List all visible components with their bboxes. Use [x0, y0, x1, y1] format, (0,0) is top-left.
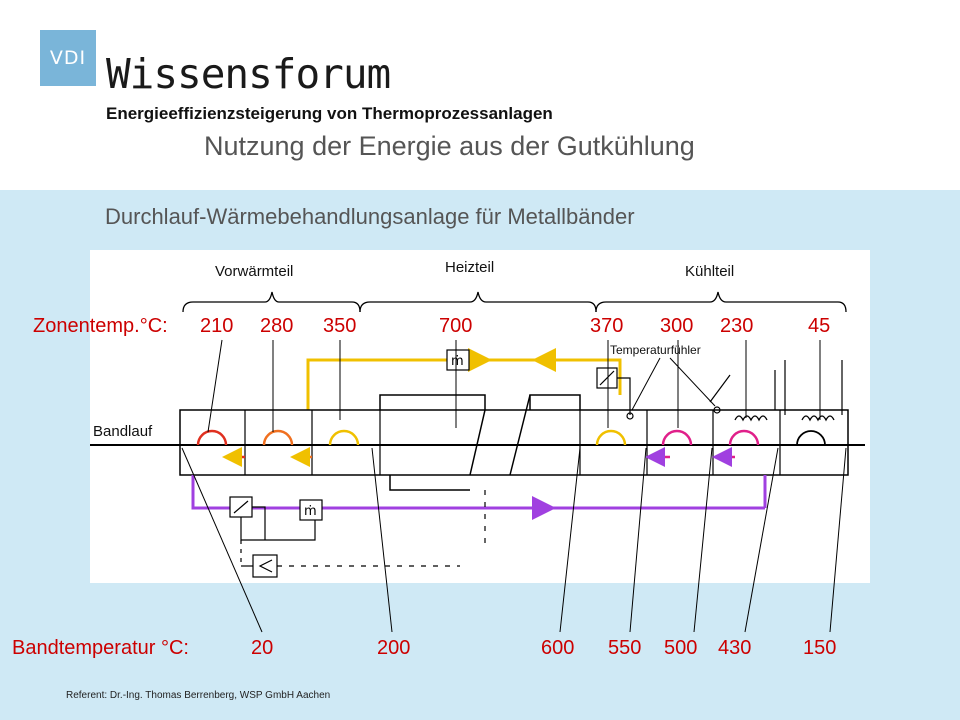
brand-name: Wissensforum [106, 50, 391, 98]
zone-temp-value: 350 [323, 315, 357, 337]
fan-zone-8-icon [796, 430, 826, 446]
band-temp-value: 20 [251, 637, 274, 659]
band-temp-value: 200 [377, 637, 411, 659]
band-label: Bandlauf [93, 423, 153, 440]
zone-temp-value: 300 [660, 315, 694, 337]
heating-chamber-top-right [529, 394, 581, 410]
cooling-coil-2-icon [801, 415, 835, 422]
temperature-sensor-1-icon [626, 412, 634, 420]
band-pointer-430 [744, 447, 779, 633]
band-temp-label: Bandtemperatur °C: [12, 637, 189, 659]
zone-temp-value: 230 [720, 315, 754, 337]
brace-cooling [595, 291, 847, 313]
yellow-line-left [306, 358, 485, 410]
band-temp-value: 500 [664, 637, 698, 659]
heating-chamber-bottom [389, 475, 470, 491]
fan-zone-1-icon [196, 429, 228, 446]
controller-slash [233, 500, 249, 514]
heating-break-line [469, 409, 486, 476]
vdi-logo: VDI [40, 30, 96, 86]
band-pointer-20 [181, 447, 263, 633]
heating-chamber-top-left [379, 394, 486, 410]
controller-slash [599, 370, 615, 386]
cooling-coil-1-icon [734, 415, 768, 422]
footer-referent: Referent: Dr.-Ing. Thomas Berrenberg, WS… [66, 690, 331, 701]
fan-zone-2-icon [262, 429, 294, 446]
band-temp-value: 550 [608, 637, 642, 659]
purple-line [191, 475, 765, 510]
heating-break-line [509, 394, 531, 476]
temperature-sensor-2-icon [713, 406, 721, 414]
section-label-preheat: Vorwärmteil [215, 263, 293, 280]
pump-symbol [258, 559, 273, 573]
mass-flow-box-bottom [299, 499, 323, 521]
fan-zone-7-icon [728, 429, 760, 446]
band-pointer-150 [829, 447, 847, 633]
mass-flow-box-top [446, 349, 470, 371]
brace-heating [359, 291, 597, 313]
slide-title: Nutzung der Energie aus der Gutkühlung [204, 131, 695, 161]
band-temp-value: 600 [541, 637, 575, 659]
band-pointer-600 [559, 447, 581, 633]
zone-temp-value: 210 [200, 315, 234, 337]
valve-icon [709, 374, 731, 403]
band-temp-value: 430 [718, 637, 752, 659]
zone-pointer-210 [207, 339, 223, 433]
sensor-wire [617, 377, 631, 415]
furnace-outline [179, 409, 849, 476]
fan-zone-3-icon [328, 429, 360, 446]
yellow-line-right [482, 358, 622, 395]
header [0, 0, 960, 190]
zone-temp-value: 370 [590, 315, 624, 337]
zone-temp-value: 280 [260, 315, 294, 337]
logo-text: VDI [49, 47, 87, 69]
fan-zone-5-icon [595, 429, 627, 446]
slide-subtitle: Energieeffizienzsteigerung von Thermopro… [106, 104, 553, 123]
band-pointer-550 [629, 447, 647, 633]
band-pointer-500 [693, 447, 713, 633]
fan-zone-6-icon [661, 429, 693, 446]
brace-preheat [182, 291, 361, 313]
band-pointer-200 [371, 447, 393, 633]
control-wire [252, 506, 266, 540]
mass-flow-symbol-bottom: ṁ [304, 504, 317, 519]
plant-diagram: Vorwärmteil Heizteil Kühlteil ṁ Bandla [90, 250, 870, 583]
zone-temp-label: Zonentemp.°C: [33, 315, 168, 337]
section-label-cooling: Kühlteil [685, 263, 734, 280]
section-label-heating: Heizteil [445, 259, 494, 276]
mass-flow-symbol-top: ṁ [451, 354, 464, 369]
plant-diagram-svg: Vorwärmteil Heizteil Kühlteil ṁ Bandla [90, 259, 865, 578]
sensor-pointer-1 [631, 357, 661, 411]
control-wire [240, 517, 316, 541]
zone-temp-value: 45 [808, 315, 831, 337]
zone-temp-value: 700 [439, 315, 473, 337]
section-title: Durchlauf-Wärmebehandlungsanlage für Met… [105, 204, 635, 229]
band-temp-value: 150 [803, 637, 837, 659]
